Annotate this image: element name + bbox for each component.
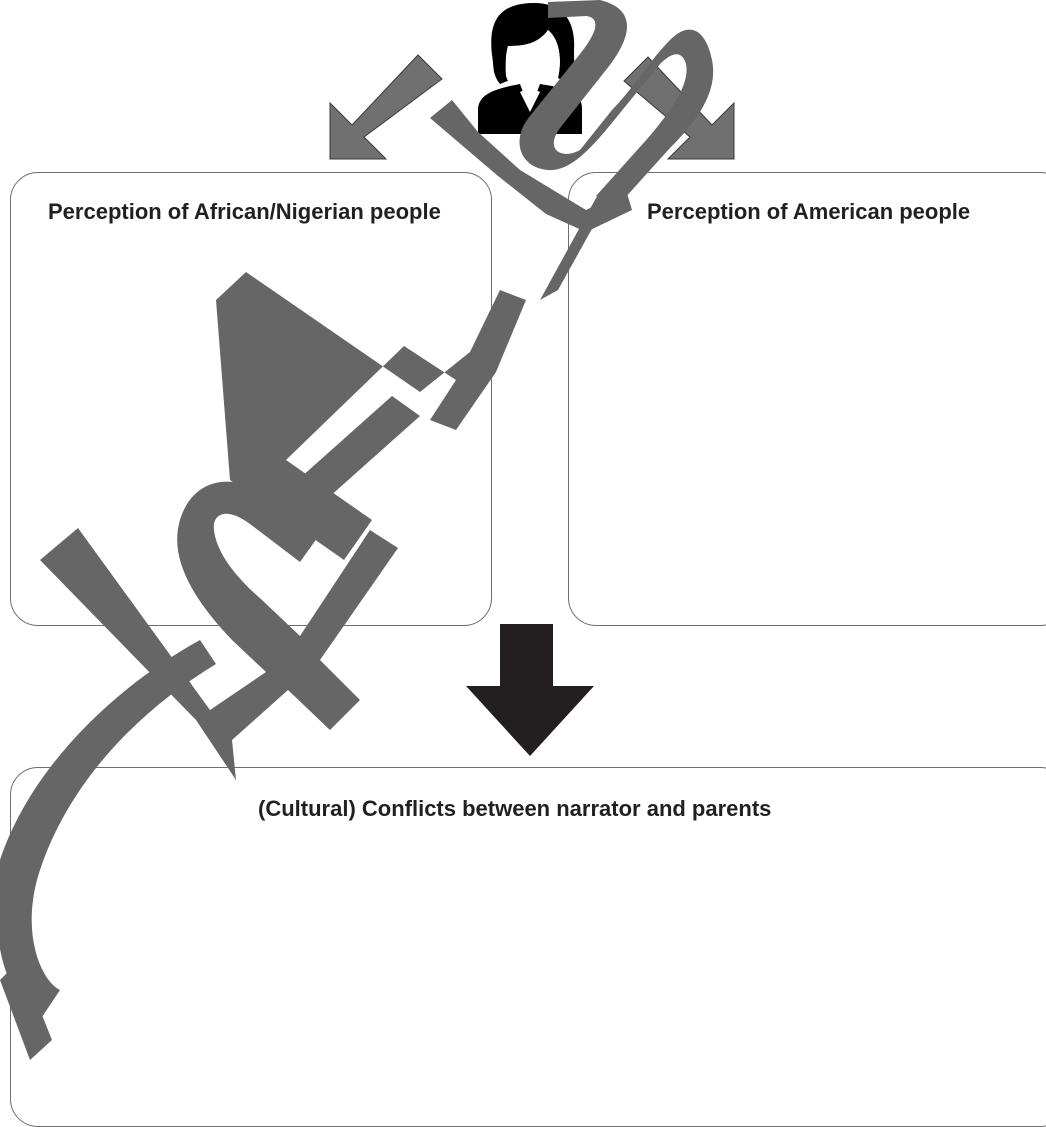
perception-african-title: Perception of African/Nigerian people [48, 199, 441, 224]
arrow-down-icon [466, 624, 594, 756]
watermark-letters [0, 0, 714, 1060]
perception-american-box: Perception of American people [568, 172, 1046, 626]
perception-american-title: Perception of American people [647, 199, 971, 224]
cultural-conflicts-box: (Cultural) Conflicts between narrator an… [10, 767, 1046, 1127]
cultural-conflicts-title: (Cultural) Conflicts between narrator an… [258, 796, 772, 821]
diagram-graphics [0, 0, 735, 1060]
arrow-down-left-icon [329, 54, 443, 160]
